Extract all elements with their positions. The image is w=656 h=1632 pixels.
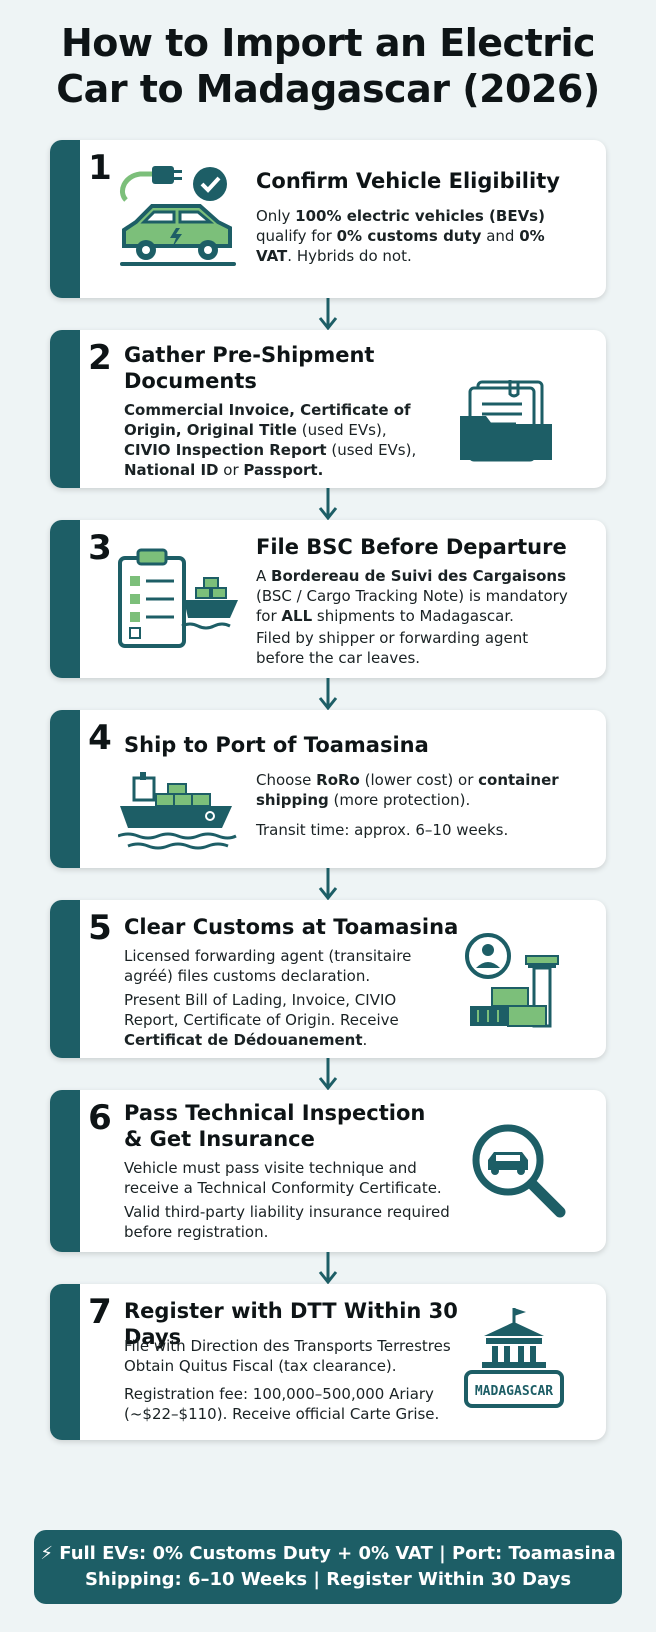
body-text: (used EVs), <box>326 441 417 459</box>
step-body: A Bordereau de Suivi des Cargaisons (BSC… <box>256 566 586 626</box>
step-heading: File BSC Before Departure <box>256 535 567 559</box>
body-text: Registration fee: 100,000–500,000 Ariary… <box>124 1385 440 1423</box>
emphasis-text: 100% electric vehicles (BEVs) <box>295 207 545 225</box>
step-heading: Pass Technical Inspection & Get Insuranc… <box>124 1101 426 1151</box>
step-heading: Ship to Port of Toamasina <box>124 733 429 757</box>
step-body: File with Direction des Transports Terre… <box>124 1336 464 1376</box>
emphasis-text: container shipping <box>256 771 559 809</box>
step-body: Licensed forwarding agent (transitaire a… <box>124 946 424 986</box>
customs-port-icon <box>465 933 559 1028</box>
step-number: 6 <box>80 1090 120 1146</box>
body-text: or <box>218 461 244 479</box>
step-number: 1 <box>80 140 120 196</box>
body-text: (used EVs), <box>296 421 387 439</box>
body-text: Only <box>256 207 296 225</box>
down-arrow-icon <box>318 488 338 521</box>
footer-line-1: ⚡ Full EVs: 0% Customs Duty + 0% VAT | P… <box>40 1543 616 1564</box>
body-text: and <box>481 227 520 245</box>
step-heading: Confirm Vehicle Eligibility <box>256 169 560 193</box>
step-body-secondary: Present Bill of Lading, Invoice, CIVIO R… <box>124 990 454 1050</box>
step-number: 5 <box>80 900 120 956</box>
body-text: A <box>256 567 272 585</box>
step-heading: Clear Customs at Toamasina <box>124 915 459 939</box>
step-card-3: 3 File BSC Before Departure A Bordereau … <box>50 520 606 678</box>
emphasis-text: National ID <box>124 461 219 479</box>
down-arrow-icon <box>318 678 338 711</box>
clipboard-ship-icon <box>118 548 238 648</box>
emphasis-text: Passport. <box>243 461 324 479</box>
step-body-secondary: Transit time: approx. 6–10 weeks. <box>256 820 566 840</box>
step-body-secondary: Valid third-party liability insurance re… <box>124 1202 464 1242</box>
step-number: 4 <box>80 710 120 766</box>
down-arrow-icon <box>318 298 338 331</box>
body-text: (BSC / Cargo Tracking Note) is mandatory… <box>256 587 568 625</box>
step-card-2: 2 Gather Pre-Shipment Documents Commerci… <box>50 330 606 488</box>
page-title: How to Import an Electric Car to Madagas… <box>0 20 656 112</box>
body-text: Valid third-party liability insurance re… <box>124 1203 450 1241</box>
inspection-magnifier-icon <box>472 1124 566 1218</box>
step-card-4: 4 Ship to Port of Toamasina Choose RoRo … <box>50 710 606 868</box>
body-text: (more protection). <box>328 791 471 809</box>
body-text: . Hybrids do not. <box>287 247 412 265</box>
body-text: Filed by shipper or forwarding agent bef… <box>256 629 529 667</box>
step-body-secondary: Registration fee: 100,000–500,000 Ariary… <box>124 1384 444 1424</box>
emphasis-text: ALL <box>281 607 313 625</box>
body-text: File with Direction des Transports Terre… <box>124 1337 451 1375</box>
emphasis-text: 0% customs duty <box>336 227 482 245</box>
step-number: 7 <box>80 1284 120 1340</box>
page-title-line-1: How to Import an Electric <box>60 21 596 65</box>
emphasis-text: Certificat de Dédouanement <box>124 1031 363 1049</box>
emphasis-text: RoRo <box>316 771 360 789</box>
plate-text: MADAGASCAR <box>475 1384 553 1399</box>
step-body: Only 100% electric vehicles (BEVs) quali… <box>256 206 566 266</box>
step-number: 3 <box>80 520 120 576</box>
emphasis-text: Commercial Invoice, Certificate of Origi… <box>124 401 411 439</box>
cargo-ship-icon <box>118 772 237 850</box>
step-body: Commercial Invoice, Certificate of Origi… <box>124 400 424 480</box>
emphasis-text: 0% VAT <box>256 227 545 265</box>
body-text: Transit time: approx. 6–10 weeks. <box>256 821 509 839</box>
step-body: Vehicle must pass visite technique and r… <box>124 1158 454 1198</box>
body-text: . <box>362 1031 368 1049</box>
down-arrow-icon <box>318 868 338 901</box>
footer-line-2: Shipping: 6–10 Weeks | Register Within 3… <box>84 1569 572 1590</box>
document-folder-icon <box>460 380 552 462</box>
emphasis-text: CIVIO Inspection Report <box>124 441 327 459</box>
body-text: (lower cost) or <box>359 771 479 789</box>
step-body-secondary: Filed by shipper or forwarding agent bef… <box>256 628 556 668</box>
emphasis-text: Bordereau de Suivi des Cargaisons <box>271 567 566 585</box>
page-title-line-2: Car to Madagascar (2026) <box>56 67 600 111</box>
body-text: Choose <box>256 771 317 789</box>
step-heading: Register with DTT Within 30 Days <box>124 1299 458 1349</box>
down-arrow-icon <box>318 1058 338 1091</box>
step-card-5: 5 Clear Customs at Toamasina Licensed fo… <box>50 900 606 1058</box>
step-heading: Gather Pre-Shipment Documents <box>124 343 375 393</box>
body-text: shipments to Madagascar. <box>312 607 514 625</box>
step-card-7: 7 Register with DTT Within 30 Days File … <box>50 1284 606 1440</box>
body-text: Licensed forwarding agent (transitaire a… <box>124 947 412 985</box>
body-text: Vehicle must pass visite technique and r… <box>124 1159 442 1197</box>
step-card-1: 1 Confirm Vehicle Eligibility Only 100% … <box>50 140 606 298</box>
step-number: 2 <box>80 330 120 386</box>
step-card-6: 6 Pass Technical Inspection & Get Insura… <box>50 1090 606 1252</box>
registry-plate-icon: MADAGASCAR <box>464 1308 564 1408</box>
down-arrow-icon <box>318 1252 338 1285</box>
step-body: Choose RoRo (lower cost) or container sh… <box>256 770 566 810</box>
summary-footer: ⚡ Full EVs: 0% Customs Duty + 0% VAT | P… <box>34 1530 622 1604</box>
body-text: Present Bill of Lading, Invoice, CIVIO R… <box>124 991 399 1029</box>
ev-car-plug-check-icon <box>120 166 236 266</box>
body-text: qualify for <box>256 227 337 245</box>
